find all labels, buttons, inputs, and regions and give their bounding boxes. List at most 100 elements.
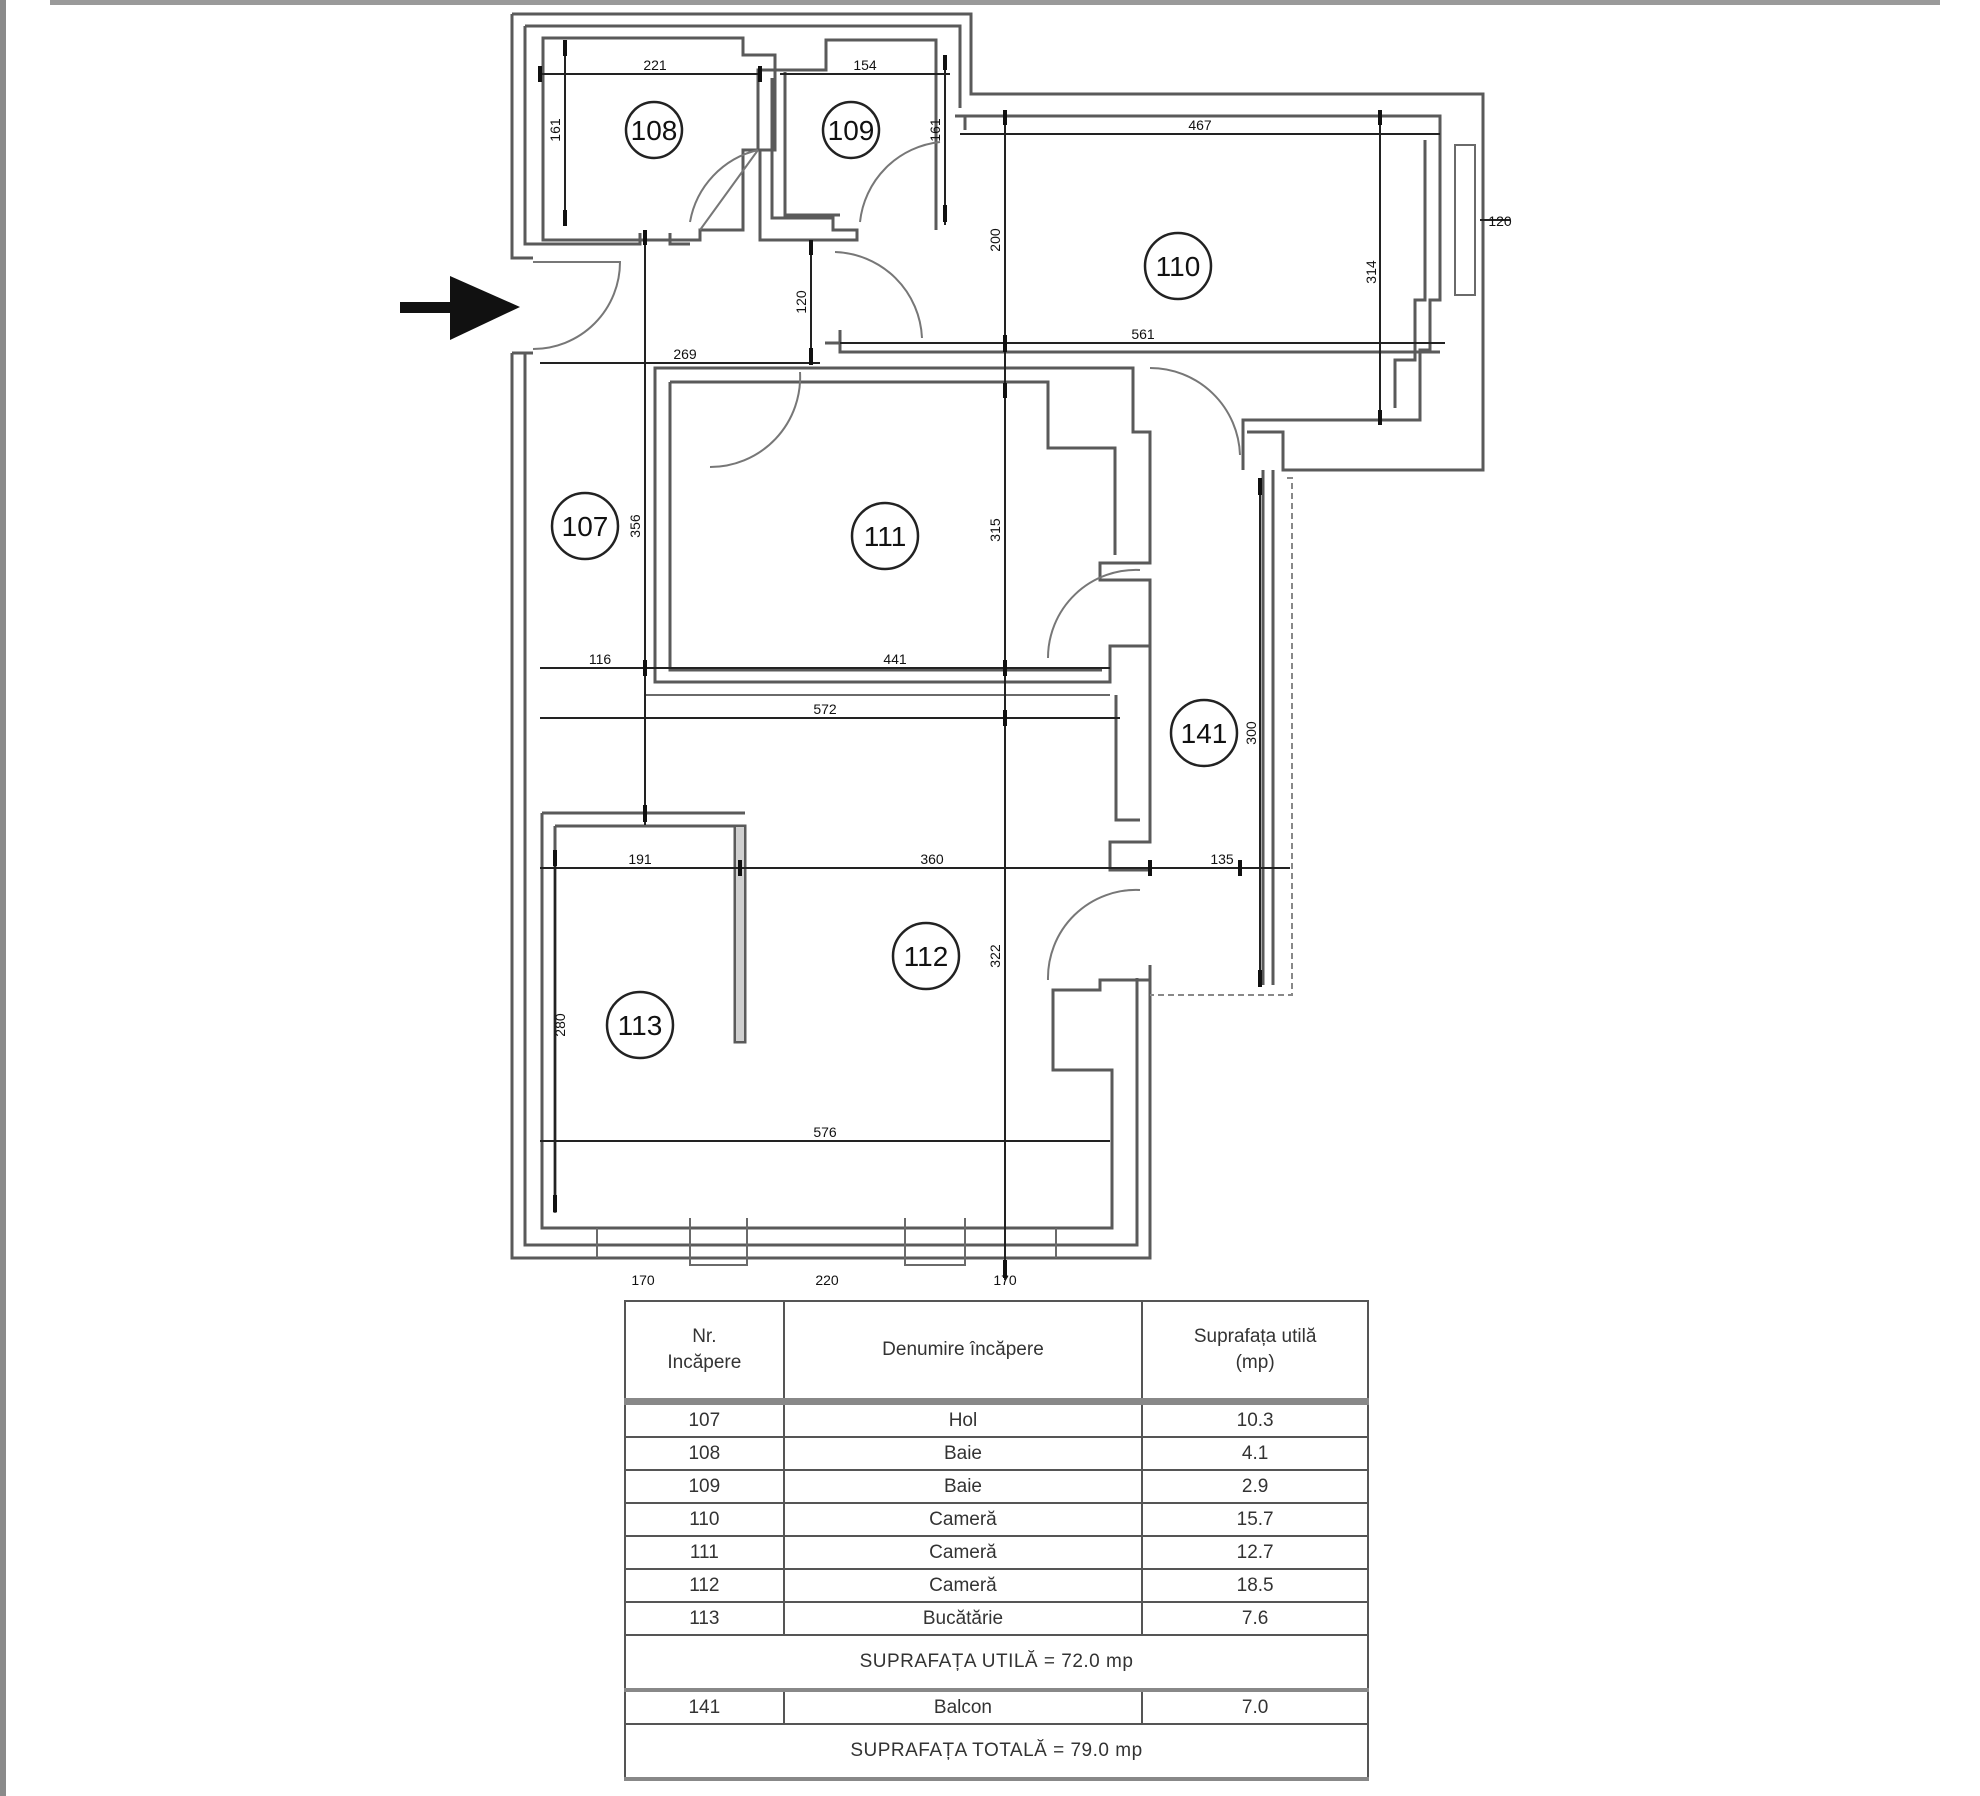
dim-label-109-h: 161 <box>927 118 943 142</box>
door-arc-111 <box>709 371 802 469</box>
wall-corridor-141 <box>1108 646 1152 872</box>
dim-label-572: 572 <box>813 701 837 717</box>
dimension-ticks <box>538 40 1382 1278</box>
dim-label-hall-w: 269 <box>673 346 697 362</box>
dim-label-108-w: 221 <box>643 57 667 73</box>
dim-label-111-w2: 441 <box>883 651 907 667</box>
cell-denumire: Bucătărie <box>782 1601 1144 1636</box>
room-label-107: 107 <box>562 511 609 542</box>
windows-bottom <box>596 1218 1057 1266</box>
wall-outer-left-mid2 <box>523 353 1139 1247</box>
page-top-border <box>50 0 1940 5</box>
table-header-row: Nr. Incăpere Denumire încăpere Suprafața… <box>624 1300 1369 1405</box>
dim-label-141-w: 135 <box>1210 851 1234 867</box>
cell-nr: 109 <box>624 1469 785 1504</box>
summary-utila-row: SUPRAFAȚA UTILĂ = 72.0 mp <box>624 1634 1369 1692</box>
wall-outer-upper <box>512 12 1485 472</box>
wall-corridor-141-inner <box>1114 695 1140 822</box>
room-circle-109 <box>821 100 881 160</box>
dim-label-111-h: 315 <box>987 518 1003 542</box>
cell-suprafata: 4.1 <box>1141 1436 1369 1471</box>
dim-label-111-w1: 116 <box>589 651 612 667</box>
room-label-110: 110 <box>1156 251 1201 282</box>
door-arc-112 <box>1046 888 1141 981</box>
door-arc-entry <box>532 261 622 350</box>
cell-denumire: Baie <box>782 1469 1144 1504</box>
dim-label-112-h: 322 <box>987 944 1003 968</box>
cell-denumire: Cameră <box>782 1568 1144 1603</box>
cell-suprafata: 15.7 <box>1141 1502 1369 1537</box>
cell-nr: 112 <box>624 1568 785 1603</box>
door-arc-balcony-top <box>1149 367 1241 456</box>
wall-room-110 <box>955 114 1442 470</box>
wall-room-111-inner <box>668 380 1117 672</box>
cell-nr: 141 <box>624 1689 785 1725</box>
cell-nr: 111 <box>624 1535 785 1570</box>
cell-denumire: Baie <box>782 1436 1144 1471</box>
summary-totala-row: SUPRAFAȚA TOTALĂ = 79.0 mp <box>624 1723 1369 1781</box>
cell-suprafata: 7.6 <box>1141 1601 1369 1636</box>
cell-suprafata: 10.3 <box>1141 1400 1369 1438</box>
door-arc-110 <box>834 251 923 339</box>
table-row: 113 Bucătărie 7.6 <box>624 1601 1369 1636</box>
wall-room-109 <box>758 38 938 242</box>
table-row: 109 Baie 2.9 <box>624 1469 1369 1504</box>
dim-label-108-h: 161 <box>547 118 563 142</box>
dim-label-112-w: 360 <box>920 851 944 867</box>
dim-label-576: 576 <box>813 1124 837 1140</box>
table-row: 111 Cameră 12.7 <box>624 1535 1369 1570</box>
room-labels: 108 109 110 107 111 141 112 113 <box>562 115 1228 1041</box>
dimension-lines <box>540 40 1510 1280</box>
wall-141-dashed <box>1150 477 1293 996</box>
cell-denumire: Hol <box>782 1400 1144 1438</box>
cell-nr: 110 <box>624 1502 785 1537</box>
header-denumire: Denumire încăpere <box>782 1300 1144 1405</box>
room-circle-110 <box>1143 231 1213 301</box>
wall-outer-left-top2 <box>523 26 548 246</box>
dim-label-110-side: 120 <box>1488 213 1512 229</box>
door-arc-109 <box>859 141 941 223</box>
door-arc-141 <box>1046 568 1141 659</box>
room-circle-108 <box>624 100 684 160</box>
header-suprafata: Suprafața utilă (mp) <box>1141 1300 1369 1405</box>
cell-denumire: Cameră <box>782 1502 1144 1537</box>
door-arc-108 <box>689 149 759 231</box>
dim-label-141-h: 300 <box>1243 721 1259 745</box>
wall-113-partition <box>734 825 746 1043</box>
cell-nr: 113 <box>624 1601 785 1636</box>
header-nr: Nr. Incăpere <box>624 1300 785 1405</box>
cell-nr: 108 <box>624 1436 785 1471</box>
cell-suprafata: 2.9 <box>1141 1469 1369 1504</box>
room-area-table: Nr. Incăpere Denumire încăpere Suprafața… <box>624 1300 1369 1781</box>
room-circle-141 <box>1169 698 1239 768</box>
room-label-113: 113 <box>618 1010 663 1041</box>
table-row: 107 Hol 10.3 <box>624 1400 1369 1438</box>
wall-outer-left-top <box>510 14 533 260</box>
wall-room-111 <box>653 366 1152 684</box>
cell-nr: 107 <box>624 1400 785 1438</box>
wall-room-110-bottom <box>825 341 1440 354</box>
table-row: 112 Cameră 18.5 <box>624 1568 1369 1603</box>
wall-141-right <box>1261 470 1275 985</box>
cell-denumire: Balcon <box>782 1689 1144 1725</box>
dim-label-109-w: 154 <box>853 57 877 73</box>
page-left-border <box>0 0 6 1796</box>
room-markers <box>550 100 1239 1060</box>
summary-utila: SUPRAFAȚA UTILĂ = 72.0 mp <box>624 1634 1369 1692</box>
room-label-109: 109 <box>828 115 875 146</box>
room-label-111: 111 <box>864 521 907 552</box>
summary-totala: SUPRAFAȚA TOTALĂ = 79.0 mp <box>624 1723 1369 1781</box>
table-row-balcon: 141 Balcon 7.0 <box>624 1689 1369 1725</box>
dim-label-bottom-2: 220 <box>815 1272 839 1288</box>
wall-outer-left-mid <box>510 353 1152 1260</box>
wall-room-110-window <box>1454 144 1476 296</box>
dim-label-110-w2: 561 <box>1131 326 1155 342</box>
room-label-112: 112 <box>904 941 949 972</box>
cell-suprafata: 7.0 <box>1141 1689 1369 1725</box>
dim-label-110-h: 314 <box>1363 260 1379 284</box>
wall-hall-divider <box>548 233 690 246</box>
dim-label-107-h: 356 <box>627 514 643 538</box>
cell-denumire: Cameră <box>782 1535 1144 1570</box>
room-label-141: 141 <box>1181 718 1228 749</box>
